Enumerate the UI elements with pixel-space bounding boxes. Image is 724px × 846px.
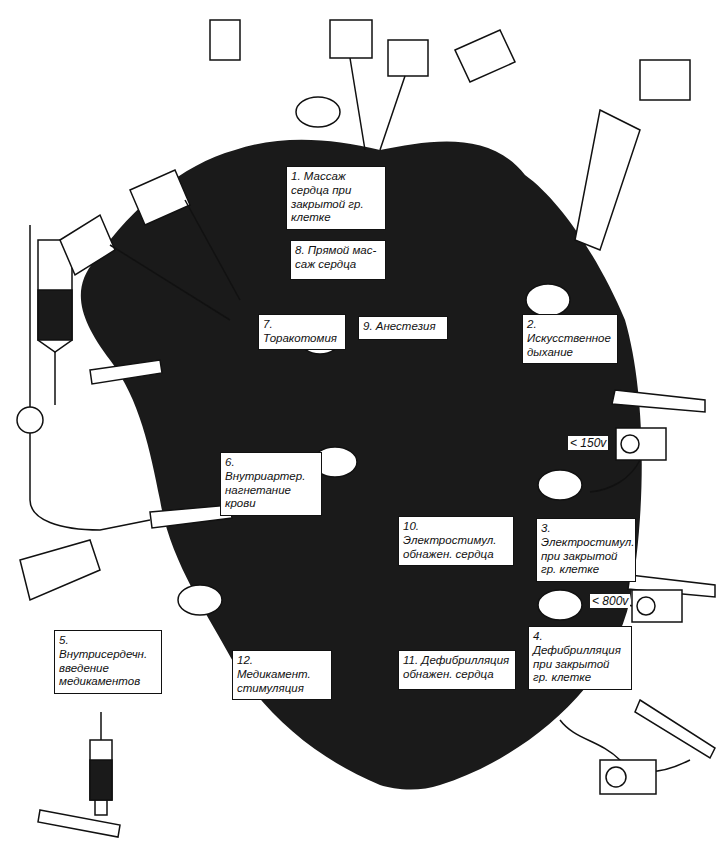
rescuer-arm <box>330 20 372 58</box>
procedure-box: 7. Торакотомия <box>258 314 346 350</box>
pressure-gauge <box>17 407 43 433</box>
rescuer-sleeve <box>130 170 190 225</box>
rescuer-arm <box>350 58 405 150</box>
rescuer-sleeve <box>210 20 240 60</box>
patient-arm <box>635 700 715 758</box>
patient-head <box>538 590 582 620</box>
procedure-label: 11. Дефибрилляция обнажен. сердца <box>403 654 511 682</box>
rescuer-sleeve <box>640 60 690 100</box>
patient-arm <box>38 810 120 837</box>
defibrillator-device <box>632 590 682 622</box>
procedure-label: 5. Внутрисердечн. введение медикаментов <box>59 634 157 689</box>
syringe-fluid <box>90 760 112 800</box>
procedure-box: 4. Дефибрилляция при закрытой гр. клетке <box>528 626 632 690</box>
patient-head <box>296 97 340 127</box>
procedure-box: 12. Медикамент. стимуляция <box>232 650 332 700</box>
procedure-label: 9. Анестезия <box>363 320 443 334</box>
procedure-box: 2. Искусственное дыхание <box>522 314 618 364</box>
procedure-box: 1. Массаж сердца при закрытой гр. клетке <box>286 166 386 230</box>
procedure-label: 1. Массаж сердца при закрытой гр. клетке <box>291 170 381 225</box>
patient-head <box>538 470 582 500</box>
patient-head <box>178 585 222 615</box>
procedure-box: 3. Электростимул. при закрытой гр. клетк… <box>536 518 636 582</box>
defibrillator-device <box>600 760 656 794</box>
patient-arm <box>612 390 705 412</box>
procedure-label: 2. Искусственное дыхание <box>527 318 613 359</box>
procedure-box: 6. Внутриартер. нагнетание крови <box>220 452 322 516</box>
procedure-box: 8. Прямой мас- саж сердца <box>290 240 386 280</box>
procedure-box: 10. Электростимул. обнажен. сердца <box>398 516 514 566</box>
patient-arm <box>90 360 162 384</box>
meter-dial <box>606 767 626 787</box>
syringe <box>90 740 112 800</box>
rescuer-arm <box>388 40 428 76</box>
voltage-label: < 800v <box>590 594 630 608</box>
rescuer-sleeve <box>60 215 115 275</box>
rescuer-hand <box>20 540 100 600</box>
blood-in-bag <box>38 290 72 340</box>
procedure-label: 10. Электростимул. обнажен. сердца <box>403 520 509 561</box>
procedure-box: 11. Дефибрилляция обнажен. сердца <box>398 650 516 690</box>
stimulator-device <box>616 428 666 460</box>
heart-silhouette <box>81 140 642 790</box>
rescuer-sleeve <box>455 30 515 82</box>
procedure-box: 9. Анестезия <box>358 316 448 340</box>
rescuer-arm <box>110 200 240 320</box>
procedure-label: 3. Электростимул. при закрытой гр. клетк… <box>541 522 631 577</box>
procedure-label: 6. Внутриартер. нагнетание крови <box>225 456 317 511</box>
rescuer-arm <box>575 110 640 250</box>
procedure-label: 12. Медикамент. стимуляция <box>237 654 327 695</box>
procedure-box: 5. Внутрисердечн. введение медикаментов <box>54 630 162 694</box>
patient-head <box>526 284 570 316</box>
procedure-label: 8. Прямой мас- саж сердца <box>295 244 381 272</box>
procedure-label: 4. Дефибрилляция при закрытой гр. клетке <box>533 630 627 685</box>
meter-dial <box>621 435 639 453</box>
meter-dial <box>637 597 655 615</box>
electrode-wire <box>590 460 640 492</box>
voltage-label: < 150v <box>568 436 608 450</box>
procedure-label: 7. Торакотомия <box>263 318 341 346</box>
